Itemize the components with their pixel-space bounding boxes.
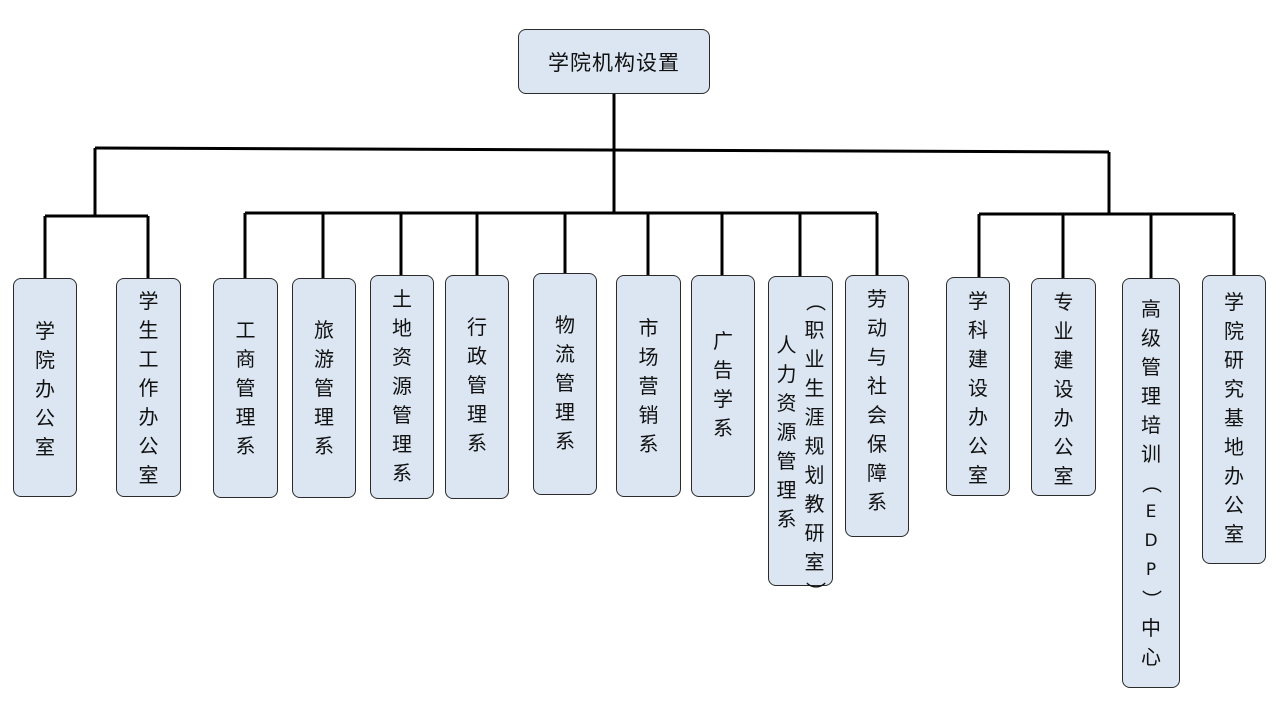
- node-label: 土地资源管理系: [392, 287, 412, 485]
- node-label: 工商管理系: [235, 318, 256, 458]
- node-n11: 劳动与社会保障系: [845, 275, 909, 537]
- node-label: 学院办公室: [35, 319, 55, 459]
- node-label: 市场营销系: [638, 316, 659, 456]
- connector-top-bar: [94, 146, 1110, 154]
- node-n3: 工商管理系: [213, 278, 278, 498]
- root-node: 学院机构设置: [518, 29, 710, 94]
- node-label: 物流管理系: [555, 313, 575, 453]
- node-n2: 学生工作办公室: [116, 278, 181, 497]
- node-label: 人力资源管理系: [776, 333, 797, 531]
- node-n15: 学院研究基地办公室: [1202, 275, 1266, 564]
- node-n8: 市场营销系: [616, 275, 681, 497]
- node-n7: 物流管理系: [533, 273, 597, 495]
- node-n5: 土地资源管理系: [370, 275, 434, 499]
- node-n10: 人力资源管理系 （职业生涯规划教研室）: [768, 276, 833, 602]
- node-label: 旅游管理系: [314, 318, 334, 458]
- node-label: 学院研究基地办公室: [1224, 290, 1244, 546]
- node-n4: 旅游管理系: [292, 278, 356, 498]
- node-label: 广告学系: [713, 329, 733, 440]
- root-label: 学院机构设置: [548, 50, 680, 75]
- node-n13: 专业建设办公室: [1031, 278, 1096, 496]
- node-label: 劳动与社会保障系: [867, 287, 887, 514]
- node-label: 学科建设办公室: [968, 289, 988, 487]
- node-label: 专业建设办公室: [1053, 290, 1074, 488]
- node-label: 行政管理系: [467, 315, 487, 455]
- node-n6: 行政管理系: [445, 275, 509, 499]
- node-label-line2: （职业生涯规划教研室）: [803, 291, 827, 602]
- node-label: 学生工作办公室: [138, 289, 159, 487]
- node-n9: 广告学系: [691, 275, 755, 497]
- node-n1: 学院办公室: [13, 278, 77, 497]
- node-n12: 学科建设办公室: [946, 277, 1010, 496]
